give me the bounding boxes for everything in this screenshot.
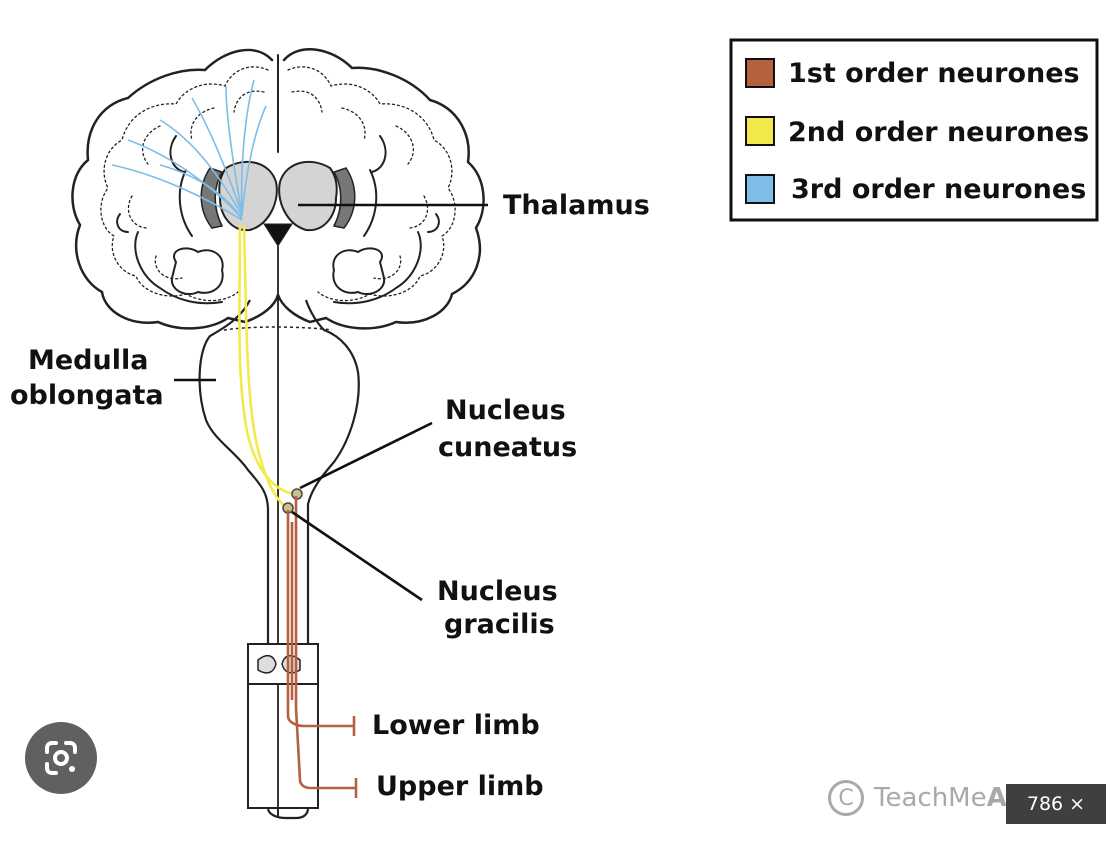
upper-limb-label: Upper limb bbox=[376, 771, 544, 802]
third-order-neurones bbox=[111, 79, 267, 221]
gracilis-label-line2: gracilis bbox=[444, 609, 555, 640]
image-dimensions-badge: 786 × 573 bbox=[1006, 784, 1106, 855]
legend-label-first-order: 1st order neurones bbox=[788, 58, 1080, 89]
legend-label-second-order: 2nd order neurones bbox=[788, 117, 1089, 148]
google-lens-icon bbox=[45, 741, 77, 775]
gracilis-label-line1: Nucleus bbox=[437, 576, 558, 607]
medulla-label-line1: Medulla bbox=[28, 345, 148, 376]
lower-limb-label: Lower limb bbox=[372, 710, 540, 741]
first-order-neurones bbox=[286, 496, 358, 798]
legend-label-third-order: 3rd order neurones bbox=[791, 174, 1086, 205]
brainstem-spinal-cord bbox=[198, 246, 360, 820]
watermark-text: TeachMe bbox=[874, 783, 987, 813]
cuneatus-leader bbox=[299, 421, 433, 490]
legend-swatch-second-order bbox=[745, 116, 775, 146]
legend-swatch-first-order bbox=[745, 58, 775, 88]
thalamus-label: Thalamus bbox=[503, 190, 650, 221]
legend-swatch-third-order bbox=[745, 174, 775, 204]
cuneatus-label-line1: Nucleus bbox=[445, 395, 566, 426]
medulla-label-line2: oblongata bbox=[10, 380, 164, 411]
gracilis-leader bbox=[291, 510, 423, 602]
second-order-neurones bbox=[238, 225, 297, 510]
legend: 1st order neurones 2nd order neurones 3r… bbox=[729, 38, 1099, 222]
legend-item-second-order: 2nd order neurones bbox=[745, 116, 1089, 148]
diagram-canvas: Thalamus Medulla oblongata Nucleus cunea… bbox=[10, 38, 1099, 820]
legend-item-first-order: 1st order neurones bbox=[745, 58, 1080, 89]
copyright-logo-icon: C bbox=[828, 780, 864, 816]
cuneatus-label-line2: cuneatus bbox=[438, 432, 577, 463]
brain-section bbox=[71, 48, 485, 330]
legend-box bbox=[729, 38, 1099, 222]
google-lens-button[interactable] bbox=[25, 722, 97, 794]
legend-item-third-order: 3rd order neurones bbox=[745, 174, 1086, 205]
leader-lines bbox=[174, 203, 488, 602]
